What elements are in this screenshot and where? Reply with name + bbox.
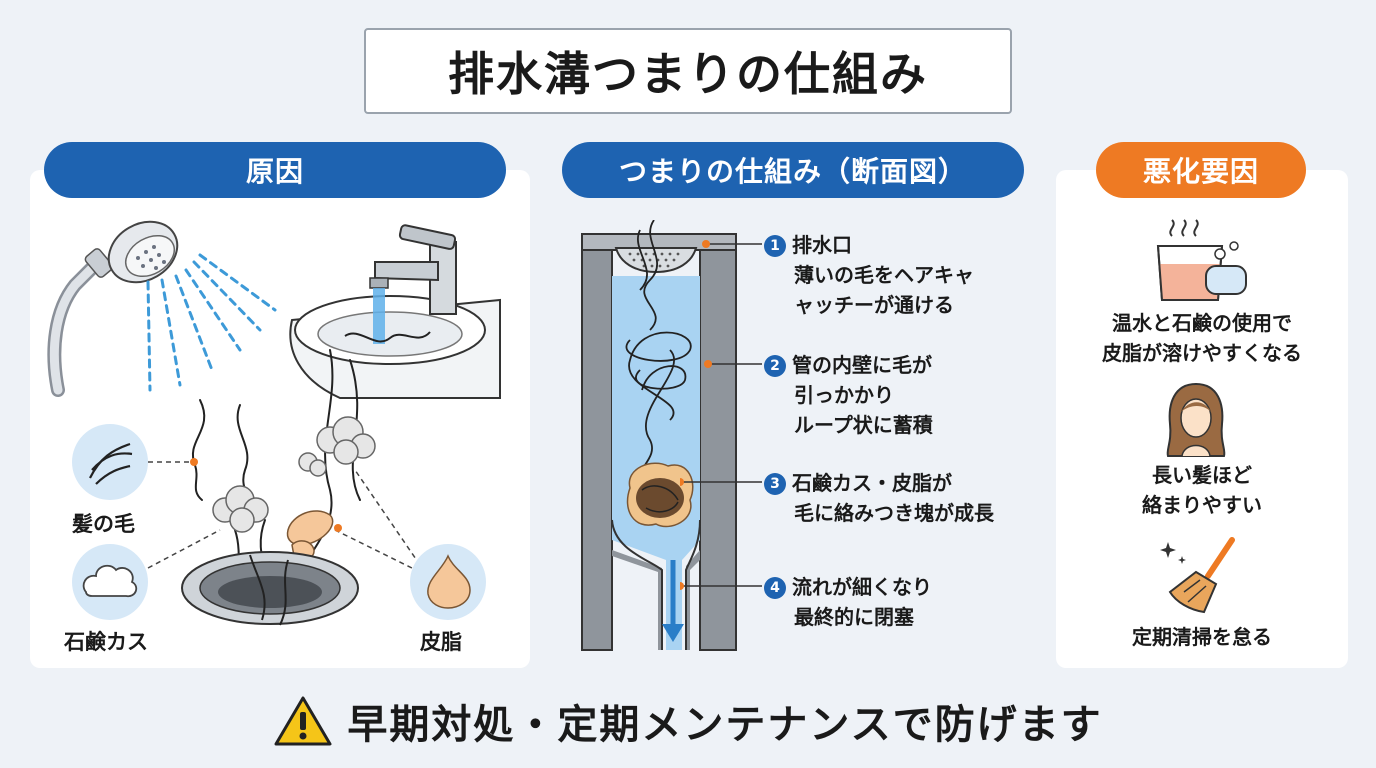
shower-head-icon [47, 220, 179, 397]
drain-icon [181, 551, 359, 625]
broom-icon [1160, 537, 1235, 614]
step-2: 2 管の内壁に毛が 引っかかり ループ状に蓄積 [764, 350, 933, 440]
long-hair-woman-icon [1166, 382, 1226, 457]
step-4-line-1: 最終的に閉塞 [794, 605, 914, 629]
sebum-icon [410, 544, 486, 620]
step-1-number: 1 [764, 235, 786, 257]
step-leader-lines [680, 240, 762, 590]
cause-header: 原因 [44, 142, 506, 198]
soap-scum-label: 石鹸カス [64, 630, 148, 654]
mechanism-header: つまりの仕組み（断面図） [562, 142, 1024, 198]
factor-3-text: 定期清掃を怠る [1056, 622, 1348, 652]
shower-spray [146, 253, 277, 392]
flow-arrow-icon [662, 624, 684, 642]
factor-1-text: 温水と石鹸の使用で 皮脂が溶けやすくなる [1056, 308, 1348, 368]
factors-header: 悪化要因 [1096, 142, 1306, 198]
factor-2-line-1: 長い髪ほど [1152, 463, 1252, 487]
factor-1-line-2: 皮脂が溶けやすくなる [1102, 341, 1302, 365]
cause-illustration [47, 220, 501, 626]
bottom-message-text: 早期対処・定期メンテナンスで防げます [347, 702, 1103, 748]
factor-3-line-1: 定期清掃を怠る [1132, 625, 1272, 649]
step-2-number: 2 [764, 355, 786, 377]
drain-cross-section [581, 220, 737, 651]
page-title: 排水溝つまりの仕組み [364, 28, 1012, 114]
step-2-title: 管の内壁に毛が [792, 353, 932, 377]
factor-1-line-1: 温水と石鹸の使用で [1112, 311, 1292, 335]
step-1-title: 排水口 [792, 233, 852, 257]
pipe-wall-left [581, 233, 613, 651]
sebum-blobs [286, 510, 334, 561]
step-2-line-1: 引っかかり [794, 383, 894, 407]
step-2-line-2: ループ状に蓄積 [794, 413, 933, 437]
sink-faucet-icon [289, 224, 501, 399]
soap-foam-clusters [212, 416, 376, 533]
factor-2-text: 長い髪ほど 絡まりやすい [1056, 460, 1348, 520]
step-1: 1 排水口 薄いの毛をヘアキャ ャッチーが通ける [764, 230, 974, 320]
hair-label: 髪の毛 [72, 512, 135, 536]
soap-scum-icon [72, 544, 148, 620]
step-4-title: 流れが細くなり [792, 575, 932, 599]
step-3-line-1: 毛に絡みつき塊が成長 [794, 501, 994, 525]
step-3-number: 3 [764, 473, 786, 495]
factor-2-line-2: 絡まりやすい [1142, 493, 1262, 517]
step-1-line-1: 薄いの毛をヘアキャ [794, 263, 974, 287]
clog-mass-icon [626, 462, 694, 528]
step-3-title: 石鹸カス・皮脂が [792, 471, 952, 495]
step-1-line-2: ャッチーが通ける [794, 293, 954, 317]
hair-icon [72, 424, 148, 500]
hot-water-soap-icon [1156, 219, 1247, 301]
bottom-message: 早期対処・定期メンテナンスで防げます [0, 686, 1376, 756]
warning-icon [274, 696, 332, 746]
step-4-number: 4 [764, 577, 786, 599]
step-3: 3 石鹸カス・皮脂が 毛に絡みつき塊が成長 [764, 468, 994, 528]
step-4: 4 流れが細くなり 最終的に閉塞 [764, 572, 932, 632]
sebum-label: 皮脂 [420, 630, 462, 654]
